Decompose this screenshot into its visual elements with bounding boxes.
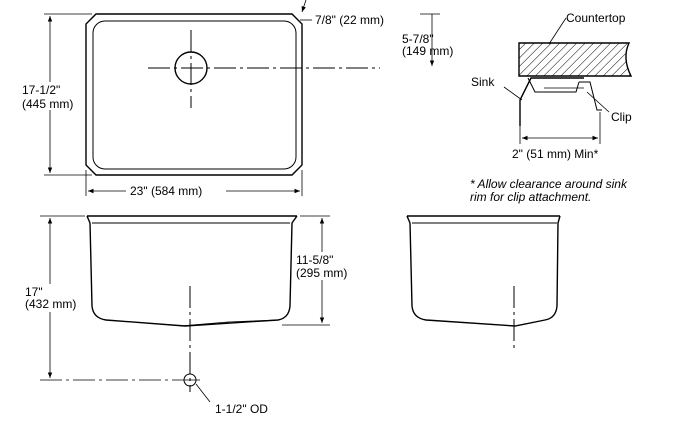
clip-label: Clip [611, 110, 632, 124]
height-label-metric: (445 mm) [22, 97, 73, 111]
countertop-section [518, 42, 633, 77]
clip-leader [586, 91, 610, 113]
clearance-label: 2" (51 mm) Min* [512, 147, 599, 161]
side-view [406, 215, 561, 350]
top-view: 17-1/2" (445 mm) 23" (584 mm) 7/8" (22 m… [20, 0, 453, 198]
drain-leader [195, 383, 211, 403]
height-label-imperial: 17-1/2" [22, 83, 60, 97]
side-bowl-outline [406, 215, 561, 327]
front-bowl-outline [86, 215, 298, 327]
overall-depth-label-imperial: 17" [25, 285, 43, 299]
drain-offset-label-metric: (149 mm) [402, 44, 453, 58]
countertop-label: Countertop [566, 11, 626, 25]
drain-offset-label-imperial: 5-7/8" [402, 32, 434, 46]
bowl-depth-label-metric: (295 mm) [296, 266, 347, 280]
sink-outer-rim [85, 13, 303, 176]
width-label: 23" (584 mm) [130, 184, 202, 198]
footnote-line-2: rim for clip attachment. [470, 190, 591, 204]
clip-profile [527, 77, 602, 111]
rim-label: 7/8" (22 mm) [315, 13, 384, 27]
sink-leader [503, 86, 523, 101]
overall-depth-label-metric: (432 mm) [25, 297, 76, 311]
footnote-line-1: * Allow clearance around sink [470, 177, 628, 191]
rim-leader-top [301, 0, 307, 13]
sink-bowl-outline [92, 20, 297, 170]
section-detail: Countertop Sink Clip 2" (51 mm) Min* * A… [470, 11, 633, 204]
countertop-leader [548, 17, 567, 45]
front-view: 17" (432 mm) 11-5/8" (295 mm) 1-1/2" OD [22, 215, 356, 416]
sink-label: Sink [471, 75, 495, 89]
sink-rim-profile [519, 77, 584, 126]
bowl-depth-label-imperial: 11-5/8" [296, 253, 333, 267]
drain-label: 1-1/2" OD [215, 402, 268, 416]
